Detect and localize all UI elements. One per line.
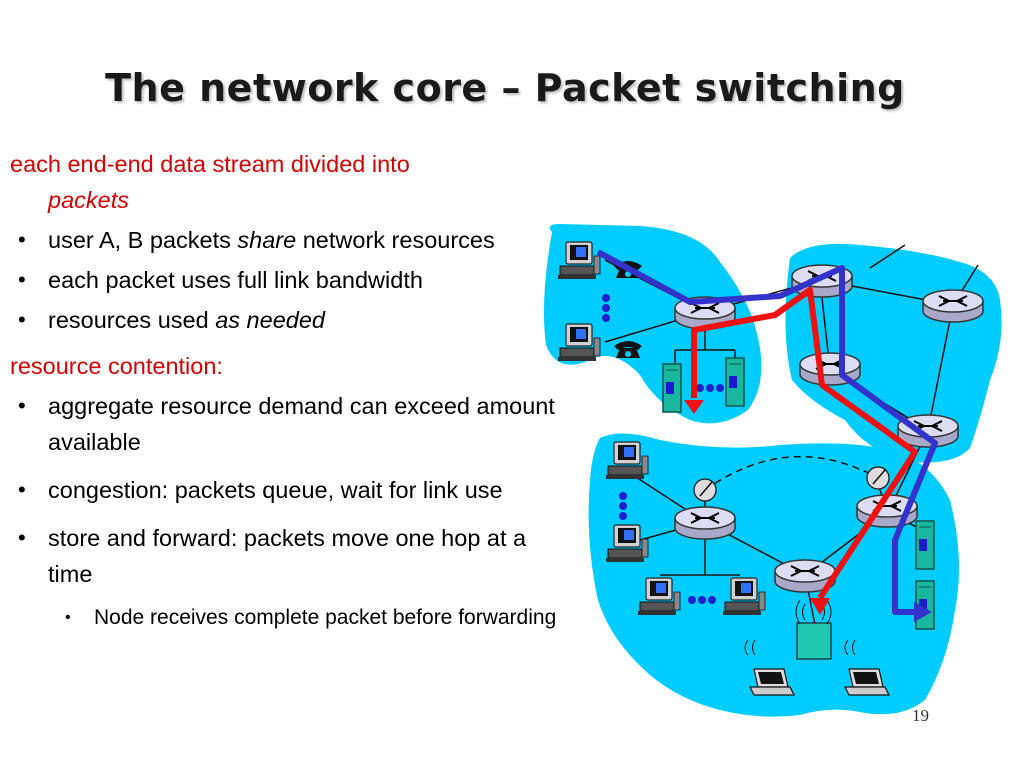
heading-packets-line1: each end-end data stream divided into [10, 151, 410, 177]
sub-bullet-node: • Node receives complete packet before f… [10, 602, 570, 634]
bullet-share: • user A, B packets share network resour… [10, 222, 570, 258]
satellite-dish-icon [866, 466, 890, 490]
slide-body: each end-end data stream divided into pa… [10, 146, 570, 634]
telephone-icon [614, 341, 642, 358]
bullet-as-needed: • resources used as needed [10, 302, 570, 338]
bullet-marker: • [65, 609, 71, 626]
slide-title: The network core – Packet switching [105, 66, 905, 110]
bullet-list-packets: • user A, B packets share network resour… [10, 222, 570, 338]
bullet-marker: • [18, 477, 26, 502]
bullet-marker: • [18, 227, 26, 252]
packet-path-a [684, 287, 918, 615]
bullet-aggregate: • aggregate resource demand can exceed a… [10, 388, 570, 460]
heading-contention: resource contention: [10, 353, 223, 379]
router-icon [922, 289, 984, 323]
satellite-dish-icon [693, 478, 717, 502]
router-icon [674, 506, 736, 540]
packet-path-b [596, 249, 938, 622]
bullet-marker: • [18, 267, 26, 292]
wireless-access-point-icon [744, 599, 856, 660]
server-icon [725, 357, 745, 407]
page-number: 19 [912, 706, 929, 725]
bullet-marker: • [18, 307, 26, 332]
bullet-marker: • [18, 393, 26, 418]
heading-packets: each end-end data stream divided into pa… [10, 146, 570, 218]
bullet-congestion: • congestion: packets queue, wait for li… [10, 472, 570, 508]
bullet-list-contention: • aggregate resource demand can exceed a… [10, 388, 570, 634]
server-icon [662, 363, 682, 413]
bullet-store-forward: • store and forward: packets move one ho… [10, 520, 570, 592]
server-icon [915, 520, 935, 570]
bullet-bandwidth: • each packet uses full link bandwidth [10, 262, 570, 298]
ellipsis-dots [602, 294, 724, 604]
bullet-marker: • [18, 525, 26, 550]
heading-packets-em: packets [48, 187, 129, 213]
